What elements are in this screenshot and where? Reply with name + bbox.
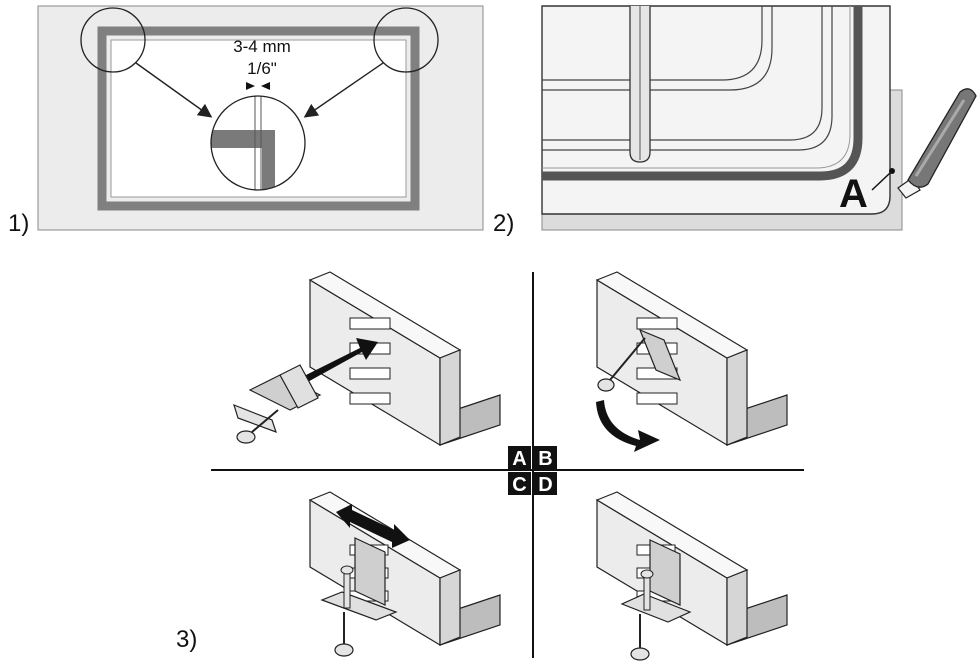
marker-a: A (839, 172, 868, 216)
arrow-right-to-zoom (303, 62, 384, 118)
panel-2-seal-trim: A (541, 5, 977, 231)
gap-mm-text: 3-4 mm (233, 37, 291, 56)
frame-line-2 (542, 6, 823, 141)
hob-frame (97, 26, 420, 211)
arrow-left-to-zoom (135, 62, 213, 118)
step-1-label: 1) (8, 210, 30, 237)
insert-arrow-icon (300, 338, 378, 384)
quadrant-a-box (508, 446, 531, 469)
step-3-label: 3) (176, 626, 198, 653)
utility-knife-icon (897, 88, 977, 199)
hob-corner (541, 5, 891, 215)
gap-arrow-right (261, 82, 270, 90)
marker-leader (871, 172, 891, 191)
zoom-circle (210, 95, 306, 191)
corner-callout-left (80, 7, 146, 73)
step-2-label: 2) (493, 210, 515, 237)
frame-line-1 (542, 6, 833, 151)
quadrant-d-illustration (595, 491, 788, 661)
quadrant-b-label: B (538, 448, 552, 470)
zoom-detail (211, 96, 305, 190)
quadrant-d-label: D (538, 474, 552, 496)
gap-arrow-left (246, 82, 255, 90)
quadrant-b-illustration (595, 271, 788, 452)
seal-strip (542, 6, 863, 181)
quadrant-c-illustration (308, 491, 501, 657)
quadrant-c-label: C (512, 474, 526, 496)
panel-3-bracket-mounting: A B C D (211, 271, 804, 661)
quadrant-a-label: A (512, 448, 526, 470)
inner-panel-line-2 (542, 6, 763, 81)
seal-inner-line (542, 6, 851, 169)
marker-dot (889, 168, 895, 174)
quadrant-d-box (534, 472, 557, 495)
quadrant-a-illustration (233, 271, 501, 447)
panel-1-cutout-gap: 3-4 mm 1/6" (37, 5, 484, 231)
quadrant-c-box (508, 472, 531, 495)
gap-inch-text: 1/6" (247, 59, 277, 78)
inner-panel-line-1 (542, 6, 773, 91)
rotate-arrow-icon (596, 400, 660, 452)
slide-arrow-icon (336, 504, 410, 548)
quadrant-b-box (534, 446, 557, 469)
corner-callout-right (373, 7, 439, 73)
